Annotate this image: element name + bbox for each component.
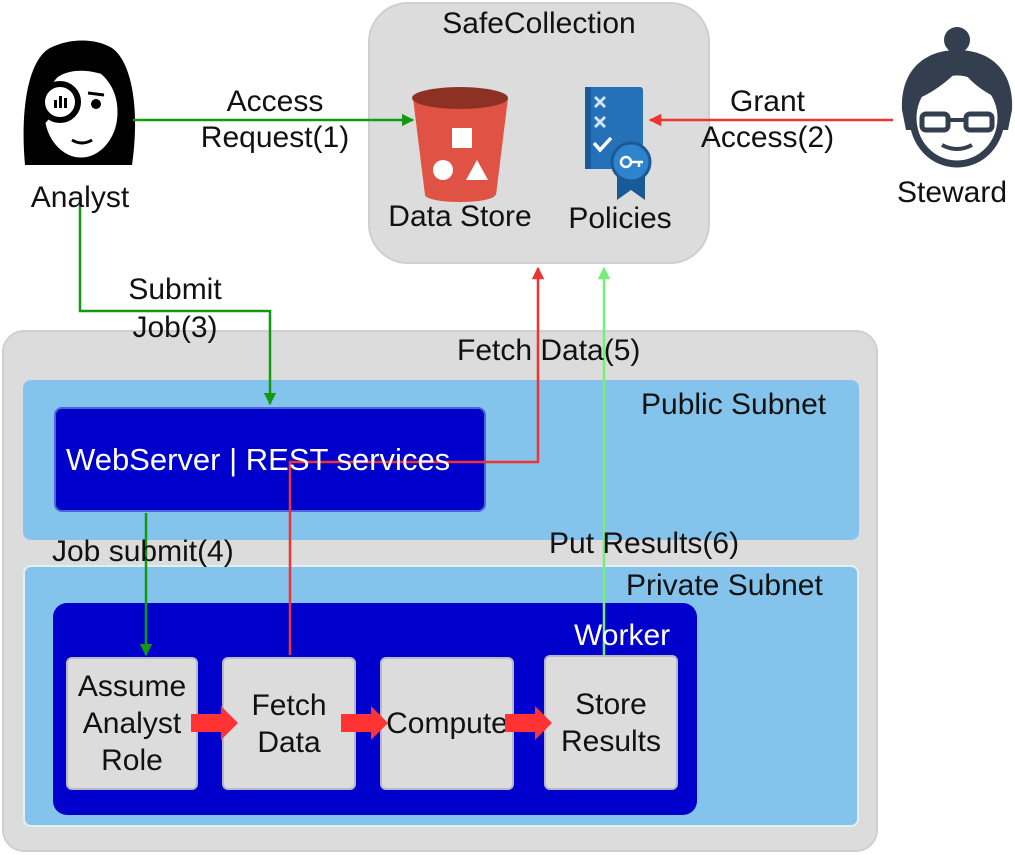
worker-label: Worker	[574, 619, 671, 652]
submit-job-label-2: Job(3)	[132, 311, 218, 344]
submit-job-label-1: Submit	[128, 273, 222, 306]
step-arrow-3	[505, 706, 552, 740]
step-fetch-data-label: Fetch Data	[251, 688, 327, 759]
webserver-label: WebServer | REST services	[66, 442, 451, 477]
step-assume-role: Assume Analyst Role	[66, 657, 198, 790]
step-assume-role-label: Assume Analyst Role	[77, 670, 187, 777]
webserver-box	[54, 407, 486, 512]
analyst-label: Analyst	[30, 181, 130, 214]
grant-access-label-1: Grant	[729, 85, 806, 118]
safecollection-title: SafeCollection	[442, 7, 636, 40]
policies-label: Policies	[568, 202, 672, 235]
steward-icon	[901, 27, 1013, 168]
data-store-label: Data Store	[388, 200, 532, 233]
fetch-data-arrow	[288, 266, 545, 655]
fetch-data-label: Fetch Data(5)	[457, 334, 641, 367]
bucket-icon	[412, 87, 508, 202]
submit-job-arrow	[78, 200, 277, 406]
policies-icon	[585, 87, 652, 200]
access-request-label-2: Request(1)	[200, 121, 350, 154]
private-subnet-label: Private Subnet	[626, 569, 823, 602]
public-subnet-label: Public Subnet	[641, 388, 827, 421]
step-compute-label: Compute	[386, 707, 508, 740]
analyst-icon	[23, 40, 136, 165]
put-results-label: Put Results(6)	[549, 527, 740, 560]
grant-access-label-2: Access(2)	[700, 121, 835, 154]
step-arrow-1	[191, 706, 238, 740]
job-submit-label: Job submit(4)	[52, 535, 234, 568]
step-store-results: Store Results	[544, 655, 678, 790]
step-store-results-label: Store Results	[560, 687, 662, 758]
access-request-label-1: Access	[226, 85, 324, 118]
step-arrow-2	[341, 706, 388, 740]
steward-label: Steward	[896, 176, 1008, 209]
